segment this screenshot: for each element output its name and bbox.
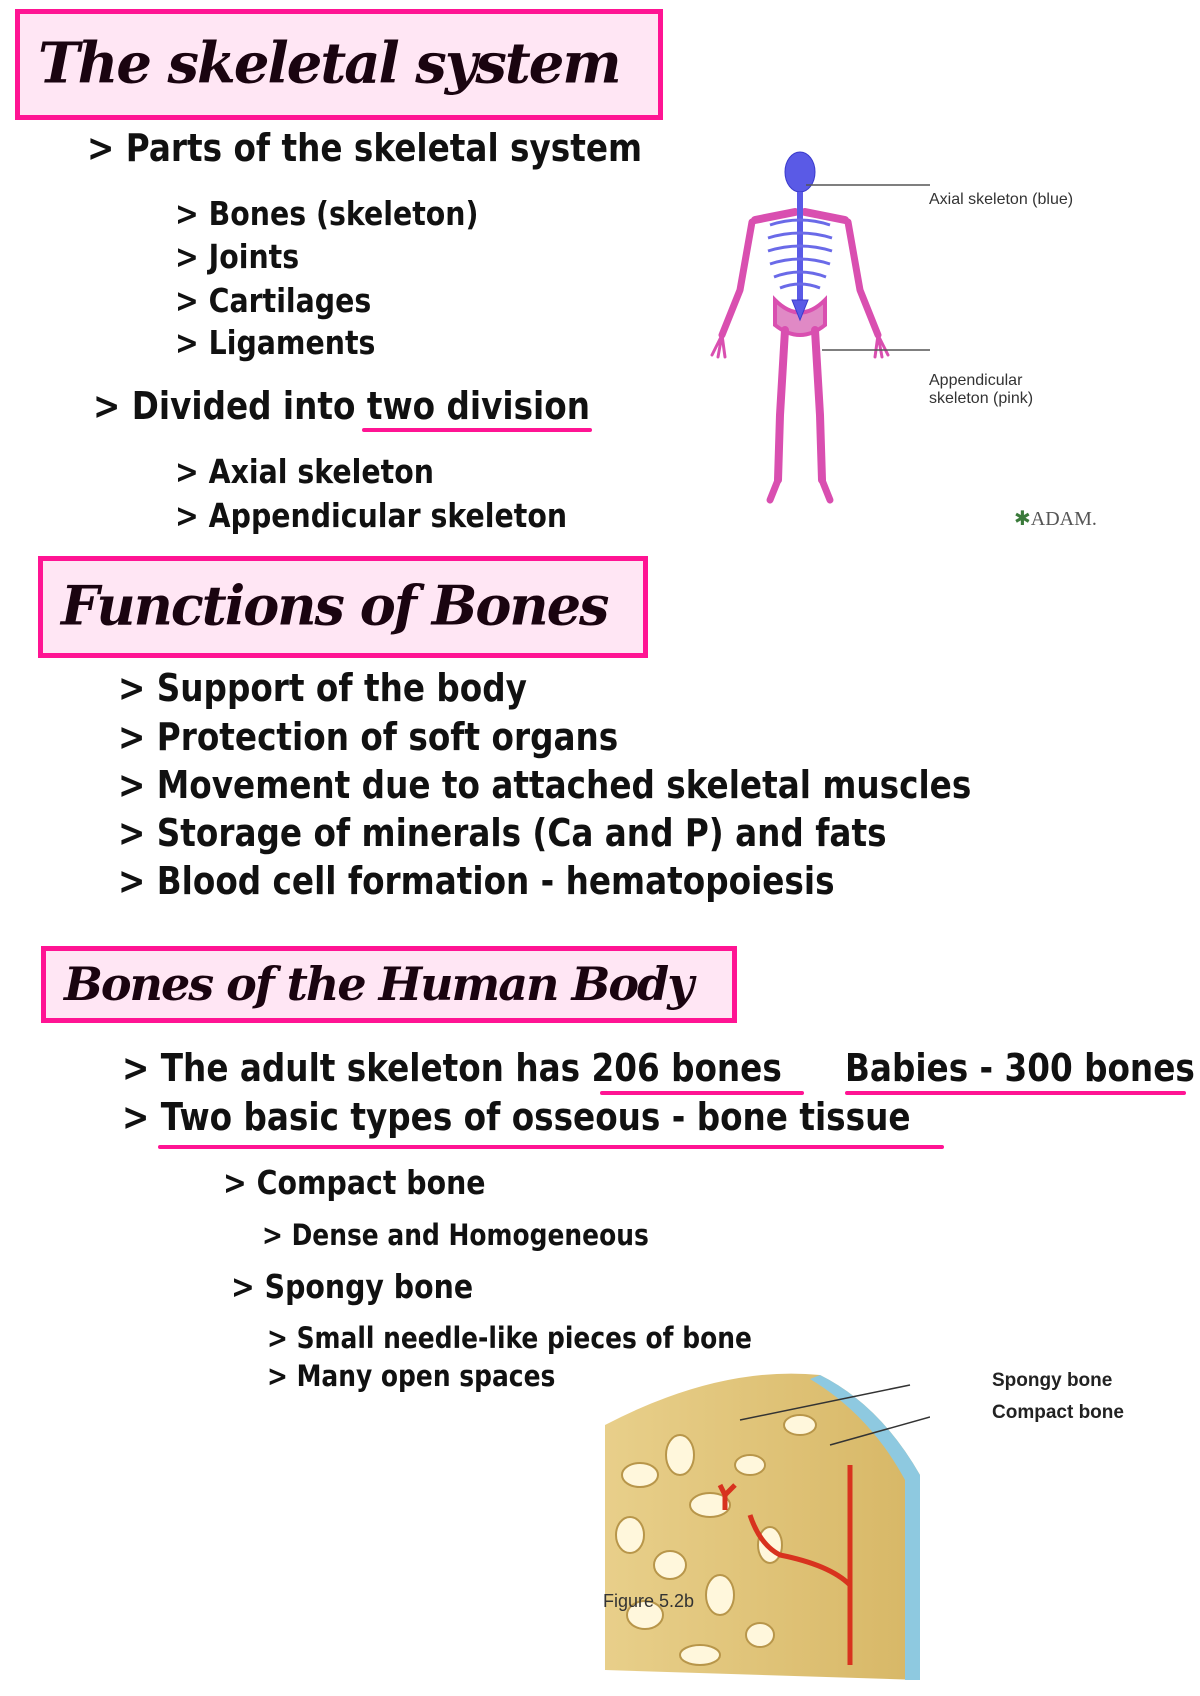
list-item: > Compact bone [223, 1163, 486, 1202]
divided-emph: two division [366, 384, 590, 428]
bullet: > [122, 1095, 161, 1139]
list-item: > Storage of minerals (Ca and P) and fat… [118, 811, 887, 855]
compact-leader-line [829, 1416, 930, 1446]
types-text: Two basic types of osseous - bone tissue [160, 1095, 911, 1139]
list-item: > Blood cell formation - hematopoiesis [118, 859, 835, 903]
title-box-bones-of-body: Bones of the Human Body [41, 946, 737, 1023]
babies-note: Babies - 300 bones [845, 1046, 1195, 1090]
figure-caption: Figure 5.2b [603, 1591, 695, 1611]
adult-skeleton-line: > The adult skeleton has 206 bones [122, 1046, 782, 1090]
underline [845, 1091, 1186, 1095]
list-item: > Movement due to attached skeletal musc… [118, 763, 972, 807]
underline [362, 428, 592, 432]
list-item: > Protection of soft organs [118, 715, 619, 759]
list-item: > Dense and Homogeneous [262, 1218, 649, 1252]
adam-credit: ✱ADAM. [1014, 506, 1097, 531]
list-item: > Cartilages [175, 281, 372, 320]
list-item: > Spongy bone [231, 1267, 474, 1306]
section-title: Bones of the Human Body [64, 956, 694, 1011]
list-item: > Support of the body [118, 666, 527, 710]
title-box-functions: Functions of Bones [38, 556, 648, 658]
underline [600, 1091, 804, 1095]
skeleton-figure [710, 151, 930, 504]
section-title: Functions of Bones [61, 573, 609, 638]
appendicular-label: Appendicular [929, 372, 1023, 389]
adult-prefix: > The adult skeleton has [122, 1046, 592, 1090]
types-line: > Two basic types of osseous - bone tiss… [122, 1095, 911, 1139]
leaf-icon: ✱ [1014, 508, 1031, 530]
credit-text: ADAM. [1030, 508, 1097, 530]
list-item: > Bones (skeleton) [175, 194, 479, 233]
list-item: > Axial skeleton [175, 452, 434, 491]
list-item: > Joints [175, 237, 300, 276]
axial-skeleton [767, 151, 833, 322]
section-title: The skeletal system [38, 30, 622, 97]
underline [158, 1145, 944, 1149]
spongy-leader-line [739, 1384, 911, 1421]
parts-heading: > Parts of the skeletal system [87, 126, 643, 170]
list-item: > Many open spaces [267, 1359, 556, 1393]
list-item: > Ligaments [175, 323, 376, 362]
compact-bone-label: Compact bone [992, 1402, 1124, 1423]
periosteum [810, 1375, 920, 1680]
divided-prefix: > Divided into [93, 384, 367, 428]
spongy-bone-label: Spongy bone [992, 1370, 1113, 1391]
title-box-skeletal-system: The skeletal system [15, 9, 663, 120]
axial-label: Axial skeleton (blue) [929, 191, 1074, 208]
list-item: > Appendicular skeleton [175, 496, 568, 535]
divided-line: > Divided into two division [93, 384, 590, 428]
list-item: > Small needle-like pieces of bone [267, 1321, 752, 1355]
bone-tissue-figure [605, 1373, 930, 1680]
blood-vessels [717, 1465, 853, 1665]
adult-emph: 206 bones [591, 1046, 782, 1090]
appendicular-label-2: skeleton (pink) [929, 390, 1034, 407]
